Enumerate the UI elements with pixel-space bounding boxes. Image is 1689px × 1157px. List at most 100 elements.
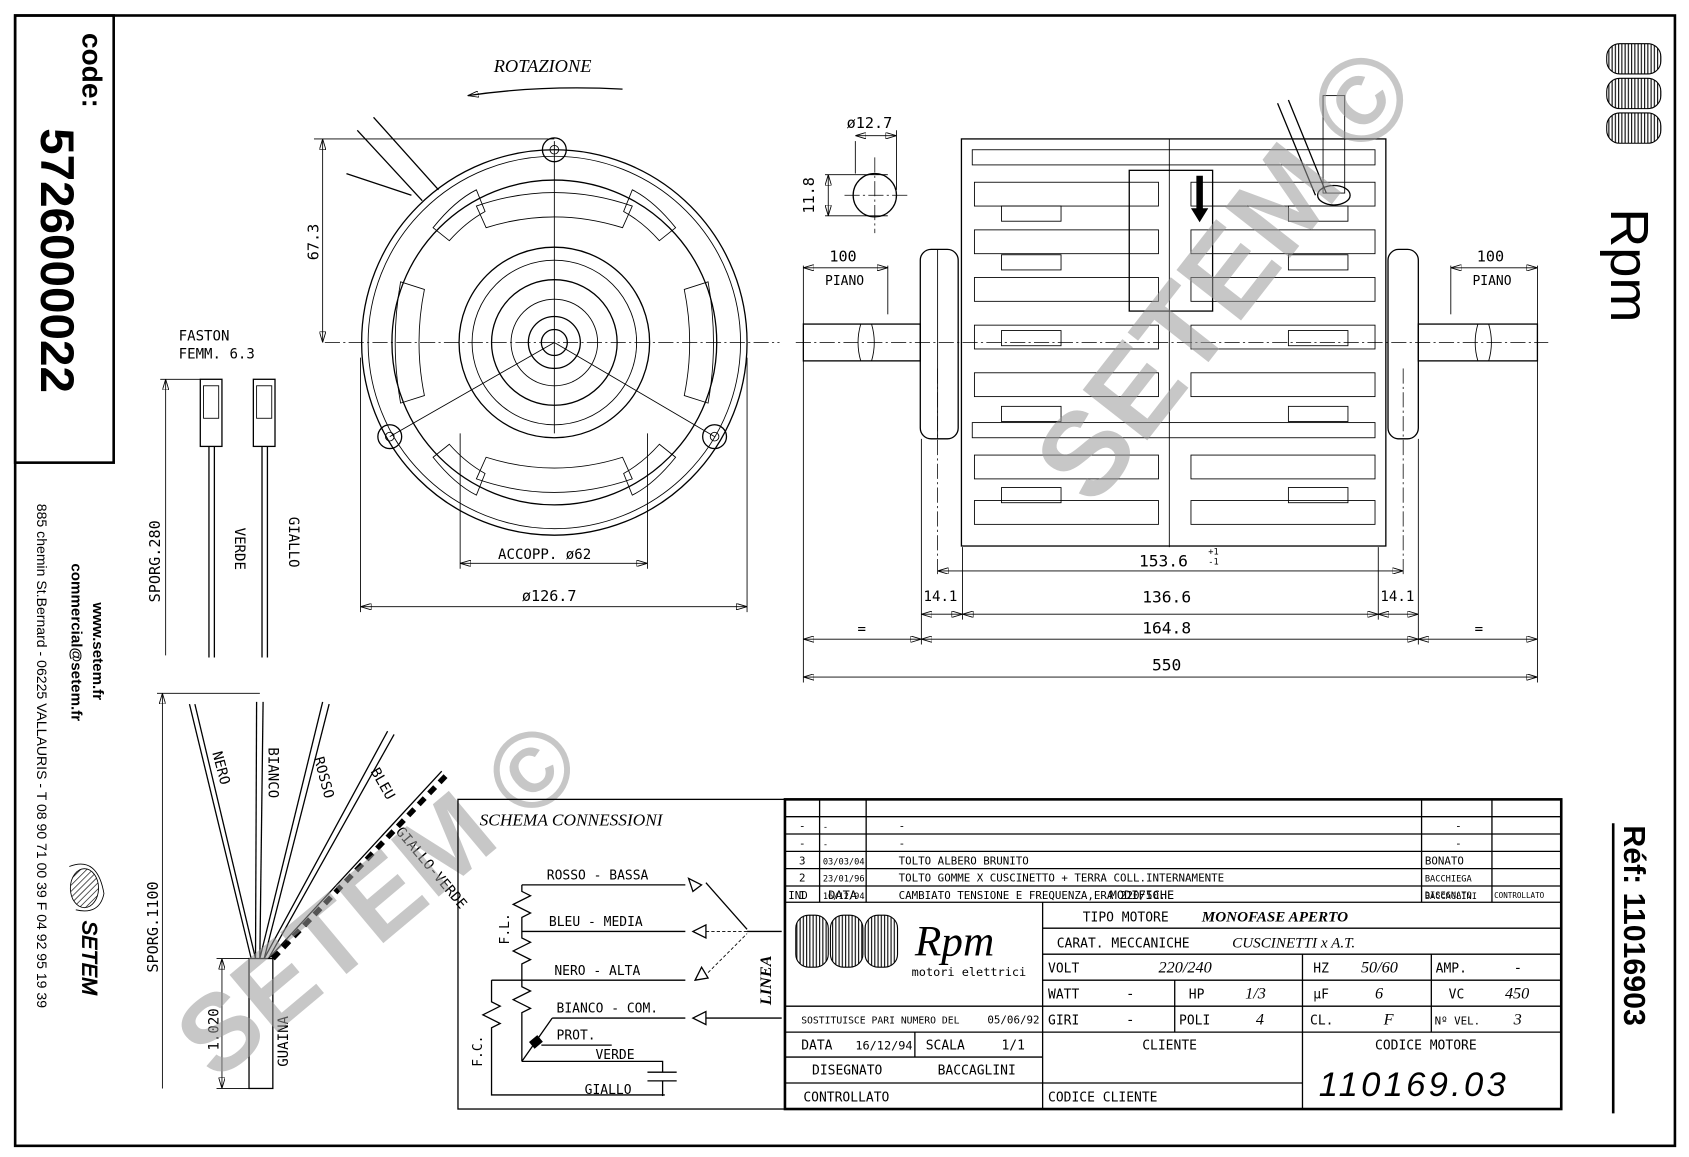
- revision-date: -: [823, 823, 828, 833]
- reference-number: Réf: 11016903: [1617, 825, 1650, 1025]
- cliente-label: CLIENTE: [1142, 1038, 1197, 1053]
- dim-tolerance-plus: +1: [1208, 548, 1218, 558]
- revision-description: -: [899, 837, 906, 850]
- revision-drawn-by: -: [1455, 837, 1462, 850]
- watermark-side-view: SETEM ©: [1009, 25, 1441, 525]
- vc-value: 450: [1505, 985, 1529, 1003]
- lead-nero: NERO: [208, 750, 232, 787]
- lead-bleu: BLEU: [367, 765, 398, 802]
- revision-date: 16/12/94: [823, 892, 865, 902]
- scala-label: SCALA: [926, 1038, 965, 1053]
- sheath-label: GUAINA: [276, 1015, 292, 1066]
- code-box: [13, 14, 115, 464]
- hz-label: HZ: [1313, 962, 1329, 977]
- codice-motore-value: 110169.03: [1319, 1066, 1509, 1104]
- schema-fl: F.L.: [498, 913, 513, 944]
- faston-terminals: FASTON FEMM. 6.3 VERDE GIALLO SPORG.280: [146, 328, 301, 658]
- revision-ind: -: [799, 837, 806, 850]
- setem-bird-logo-icon: [69, 863, 105, 912]
- dim-right-flat-length: 100: [1477, 247, 1504, 265]
- hz-value: 50/60: [1361, 959, 1398, 977]
- company-email: commercial@setem.fr: [67, 563, 84, 721]
- dim-total-motor: 164.8: [1142, 619, 1191, 638]
- amp-label: AMP.: [1436, 962, 1467, 977]
- codice-cliente-label: CODICE CLIENTE: [1048, 1090, 1157, 1105]
- giri-value: -: [1126, 1013, 1134, 1029]
- cl-label: CL.: [1310, 1014, 1333, 1029]
- sheath-length: 1.020: [207, 1008, 223, 1050]
- carat-label: CARAT. MECCANICHE: [1057, 937, 1190, 952]
- revision-ind: -: [799, 820, 806, 833]
- sostituisce-date: 05/06/92: [987, 1013, 1039, 1026]
- header-disegnato: DISEGNATO: [1425, 891, 1472, 901]
- revision-description: TOLTO ALBERO BRUNITO: [899, 854, 1029, 867]
- faston-length: SPORG.280: [146, 520, 164, 602]
- disegnato-label: DISEGNATO: [812, 1063, 883, 1078]
- lead-rosso: ROSSO: [310, 755, 336, 800]
- schema-bleu: BLEU - MEDIA: [549, 915, 643, 930]
- amp-value: -: [1514, 961, 1522, 977]
- schema-linea: LINEA: [757, 955, 775, 1006]
- codice-motore-label: CODICE MOTORE: [1375, 1038, 1477, 1053]
- faston-wire-verde: VERDE: [231, 528, 247, 570]
- rpm-coil-logo-icon: [1606, 43, 1662, 144]
- revision-date: 03/03/04: [823, 857, 865, 867]
- header-modifiche: MODIFICHE: [1110, 888, 1174, 902]
- company-address: 885 chemin St.Bernard - 06225 VALLAURIS …: [34, 504, 50, 1008]
- dim-coupling: ACCOPP. ø62: [498, 547, 591, 563]
- dim-overall-body: 153.6: [1139, 552, 1188, 571]
- dim-total: 550: [1152, 656, 1181, 675]
- revision-ind: 1: [799, 889, 806, 902]
- code-value: 5726000022: [30, 128, 83, 393]
- header-controllato: CONTROLLATO: [1494, 891, 1545, 900]
- header-ind: IND: [788, 889, 808, 902]
- watt-label: WATT: [1048, 988, 1079, 1003]
- poli-value: 4: [1256, 1011, 1264, 1029]
- schema-verde: VERDE: [595, 1048, 634, 1063]
- faston-title: FASTON: [179, 328, 230, 344]
- direction-arrow-icon: [1190, 175, 1209, 223]
- title-logo-text: Rpm: [914, 917, 994, 965]
- faston-wire-giallo: GIALLO: [285, 517, 301, 568]
- scala-value: 1/1: [1001, 1038, 1024, 1053]
- company-web: www.setem.fr: [89, 601, 106, 700]
- vc-label: VC: [1449, 988, 1465, 1003]
- vel-label: Nº VEL.: [1435, 1015, 1481, 1028]
- dim-tolerance-minus: -1: [1208, 557, 1218, 567]
- dim-flange-left: 14.1: [924, 589, 958, 605]
- uf-value: 6: [1375, 985, 1384, 1003]
- dim-left-flat-label: PIANO: [825, 274, 864, 289]
- setem-logo-text: SETEM: [77, 921, 102, 997]
- rpm-logo-text: Rpm: [1599, 208, 1659, 322]
- revision-ind: 3: [799, 854, 806, 867]
- motor-side-view: ø12.7 11.8 100 PIANO 100 PIANO 153.6 +1 …: [795, 95, 1549, 683]
- giri-label: GIRI: [1048, 1014, 1079, 1029]
- revision-drawn-by: -: [1455, 820, 1462, 833]
- schema-rosso: ROSSO - BASSA: [547, 868, 649, 883]
- data-value: 16/12/94: [855, 1038, 912, 1052]
- vel-value: 3: [1513, 1011, 1522, 1029]
- dim-left-flat-length: 100: [829, 247, 856, 265]
- hp-value: 1/3: [1245, 985, 1266, 1003]
- dim-shaft-diameter: ø12.7: [847, 114, 893, 132]
- dim-height: 67.3: [304, 224, 322, 260]
- revision-description: CAMBIATO TENSIONE E FREQUENZA,ERA 220/50…: [899, 889, 1166, 902]
- uf-label: µF: [1313, 988, 1329, 1003]
- code-label: code:: [76, 33, 107, 108]
- hp-label: HP: [1189, 988, 1205, 1003]
- controllato-label: CONTROLLATO: [803, 1090, 889, 1105]
- sostituisce-label: SOSTITUISCE PARI NUMERO DEL: [801, 1015, 959, 1026]
- dim-right-flat-label: PIANO: [1472, 274, 1511, 289]
- data-label: DATA: [801, 1038, 832, 1053]
- rotation-arrow-icon: [468, 87, 623, 96]
- poli-label: POLI: [1179, 1014, 1210, 1029]
- volt-label: VOLT: [1048, 962, 1079, 977]
- drawing-frame: [13, 14, 1677, 1148]
- schema-title: SCHEMA CONNESSIONI: [480, 810, 664, 829]
- dim-equal-left: =: [857, 622, 865, 638]
- schema-prot: PROT.: [557, 1029, 596, 1044]
- rpm-title-logo-icon: [795, 914, 899, 968]
- schema-giallo: GIALLO: [585, 1083, 632, 1098]
